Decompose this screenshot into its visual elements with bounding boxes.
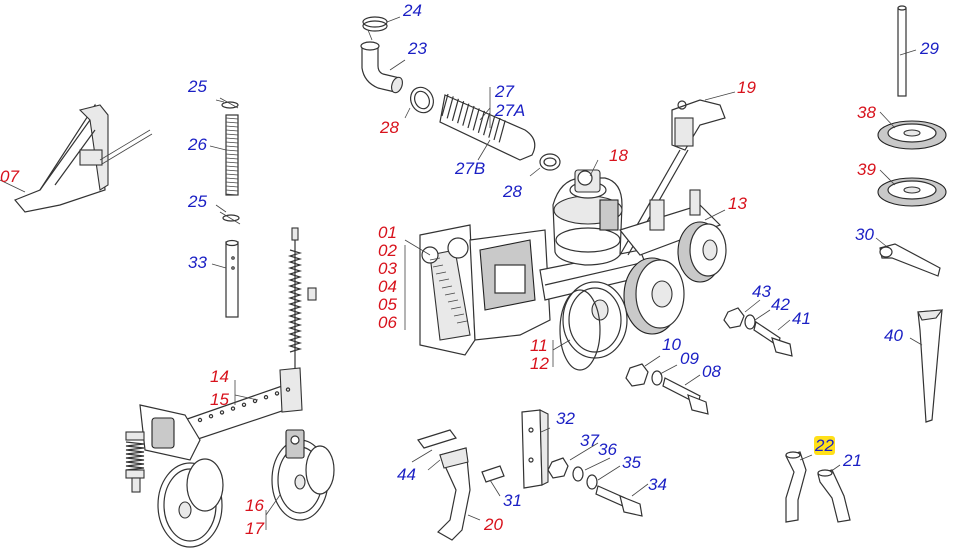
part-34-bolt: [595, 485, 643, 517]
label-38: 38: [857, 103, 876, 122]
label-27: 27: [495, 82, 514, 101]
part-40-seed-boot: [917, 309, 944, 423]
part-11-12-opener-disc: [559, 281, 628, 371]
label-42: 42: [771, 295, 790, 314]
label-37: 37: [580, 431, 599, 450]
part-41-bolt: [753, 321, 793, 357]
part-16-17-press-wheel: [271, 429, 335, 521]
label-22: 22: [814, 436, 835, 455]
part-35-washers: [586, 474, 598, 490]
label-14: 14: [210, 367, 229, 386]
label-12: 12: [530, 354, 549, 373]
part-26-corrugated-tube: [209, 114, 239, 196]
label-16: 16: [245, 496, 264, 515]
label-40: 40: [884, 326, 903, 345]
part-43-nut: [723, 307, 745, 329]
label-21: 21: [843, 451, 862, 470]
label-02: 02: [378, 241, 397, 260]
part-33-tube-end: [211, 239, 239, 318]
label-19: 19: [737, 78, 756, 97]
label-05: 05: [378, 295, 397, 314]
part-24-hose-clamp: [362, 16, 401, 41]
part-44-plate: [411, 429, 457, 463]
label-25-top: 25: [188, 77, 207, 96]
label-08: 08: [702, 362, 721, 381]
part-22-hose: [785, 451, 807, 523]
label-25-bottom: 25: [188, 192, 207, 211]
part-14-15-arm: [139, 367, 303, 461]
part-28-clamp-top: [404, 86, 434, 119]
label-26: 26: [188, 135, 207, 154]
label-11: 11: [530, 336, 548, 355]
part-18-seed-hopper: [552, 169, 623, 266]
label-13: 13: [728, 194, 747, 213]
label-06: 06: [378, 313, 397, 332]
label-01: 01: [378, 223, 397, 242]
label-31: 31: [503, 491, 522, 510]
label-27a: 27A: [495, 101, 526, 120]
label-29: 29: [920, 39, 939, 58]
part-gauge-disc: [157, 458, 224, 548]
label-04: 04: [378, 277, 397, 296]
part-25-clip-bottom: [215, 204, 241, 225]
leader-lines: [234, 49, 923, 530]
part-30-wrench: [879, 243, 941, 277]
label-03: 03: [378, 259, 397, 278]
part-28-clamp-lower: [529, 153, 561, 177]
part-07-frame-bracket: [0, 103, 153, 213]
label-18: 18: [609, 146, 628, 165]
label-24: 24: [403, 1, 422, 20]
label-44: 44: [397, 465, 416, 484]
label-41: 41: [792, 309, 811, 328]
label-28-top: 28: [380, 118, 399, 137]
part-27-seed-tube: [439, 87, 536, 161]
label-34: 34: [648, 475, 667, 494]
part-37-nut: [547, 457, 569, 479]
part-42-washer: [744, 314, 756, 330]
part-25-clip-top: [215, 97, 239, 109]
part-29-rod: [897, 5, 907, 97]
label-group-01-06: 01 02 03 04 05 06: [378, 224, 397, 332]
label-22-highlight: 22: [814, 436, 835, 455]
part-31-shim: [481, 465, 505, 483]
label-36: 36: [598, 440, 617, 459]
part-09-washer: [651, 370, 663, 386]
label-32: 32: [556, 409, 575, 428]
label-20: 20: [484, 515, 503, 534]
part-13-depth-wheels: [618, 189, 727, 335]
label-09: 09: [680, 349, 699, 368]
part-23-elbow-tube: [360, 41, 406, 94]
label-30: 30: [855, 225, 874, 244]
label-43: 43: [752, 282, 771, 301]
label-17: 17: [245, 519, 264, 538]
part-39-seed-plate: [877, 177, 947, 207]
main-row-unit: [419, 224, 651, 356]
label-10: 10: [662, 335, 681, 354]
label-33: 33: [188, 253, 207, 272]
part-shock-spring: [125, 431, 145, 493]
part-38-seed-plate: [877, 120, 947, 150]
part-32-bracket: [521, 409, 549, 489]
label-28-lower: 28: [503, 182, 522, 201]
label-07: 07: [0, 167, 19, 186]
label-39: 39: [857, 160, 876, 179]
part-spring-rod: [287, 227, 317, 390]
part-20-scraper-blade: [437, 447, 471, 541]
label-15: 15: [210, 390, 229, 409]
label-27b: 27B: [455, 159, 486, 178]
part-10-nut: [625, 363, 649, 387]
label-35: 35: [622, 453, 641, 472]
label-23: 23: [408, 39, 427, 58]
part-08-bolt: [662, 377, 709, 415]
part-21-hose: [817, 469, 851, 523]
part-36-washer: [572, 466, 584, 482]
